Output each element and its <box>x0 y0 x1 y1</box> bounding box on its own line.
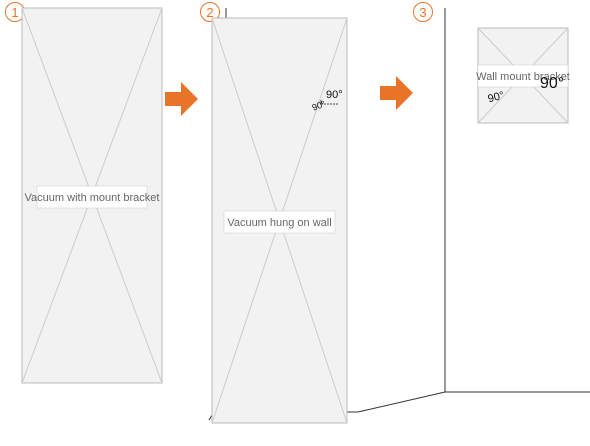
step-number-2: 2 <box>200 2 220 22</box>
step3-image-placeholder: Wall mount bracket <box>476 27 570 124</box>
step2-image-placeholder: Vacuum hung on wall <box>211 17 348 424</box>
step3-vertical-angle-label: 90° <box>540 75 564 92</box>
next-step-arrow-1 <box>165 82 198 116</box>
step2-angle-marks: 90° 90° <box>311 89 343 113</box>
step-number-3: 3 <box>413 2 433 22</box>
step1-image-placeholder: Vacuum with mount bracket <box>21 7 163 384</box>
step2-horizontal-angle-label: 90° <box>311 99 328 113</box>
step2-image-label: Vacuum hung on wall <box>227 217 331 229</box>
step3-horizontal-angle-label: 90° <box>487 90 506 106</box>
step2-vertical-angle-label: 90° <box>326 89 343 101</box>
next-step-arrow-2 <box>380 76 413 110</box>
step3-image-label: Wall mount bracket <box>476 71 570 83</box>
step1-image-label: Vacuum with mount bracket <box>25 192 160 204</box>
step3-angle-marks: 90° 90° <box>487 75 565 105</box>
